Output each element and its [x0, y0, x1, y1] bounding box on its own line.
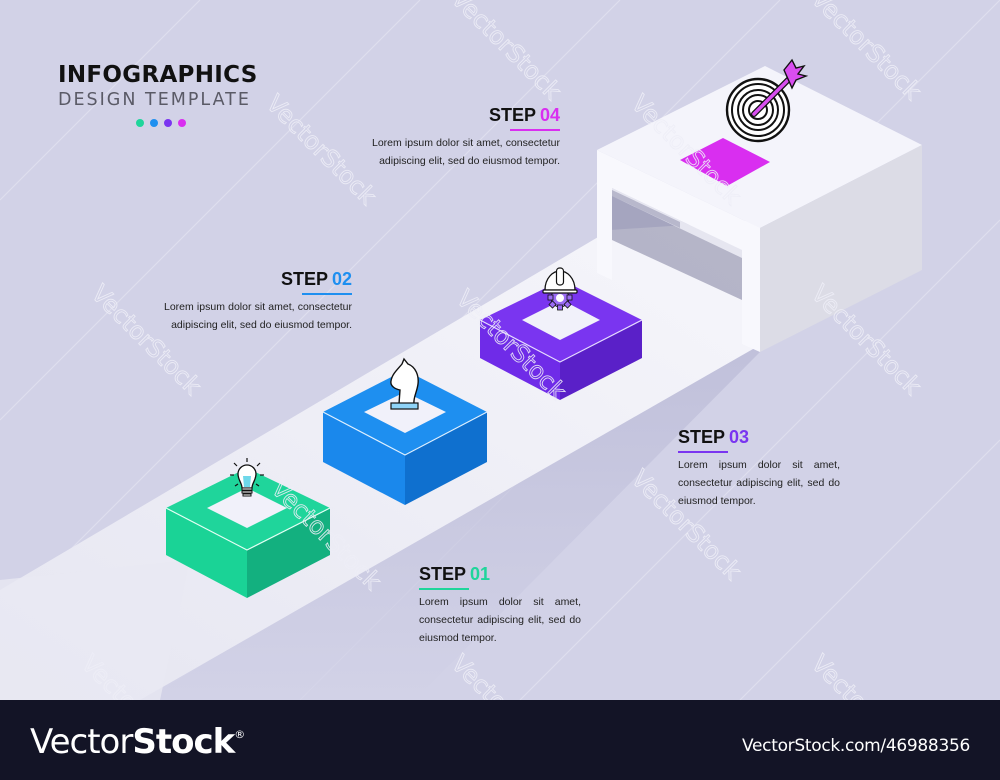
hardhat-gear-icon [542, 267, 578, 311]
title-block: INFOGRAPHICS DESIGN TEMPLATE [58, 62, 258, 127]
step-03-underline [678, 451, 728, 453]
step-01-underline [419, 588, 469, 590]
step-number: 01 [470, 564, 491, 584]
step-number: 03 [729, 427, 750, 447]
step-02-underline [302, 293, 352, 295]
step-04-description: Lorem ipsum dolor sit amet, consectetur … [372, 137, 560, 167]
step-04-arch [597, 66, 922, 352]
step-02-description: Lorem ipsum dolor sit amet, consectetur … [164, 301, 352, 331]
step-label: STEP [488, 105, 536, 125]
road-path-curve [0, 560, 190, 700]
step-01-box [165, 468, 331, 598]
step-label: STEP [419, 564, 467, 584]
footer-bar: VectorStock® VectorStock.com/46988356 [0, 700, 1000, 780]
color-dots [136, 119, 258, 127]
logo-light-text: Vector [30, 722, 133, 762]
chess-knight-icon [390, 357, 419, 410]
step-number: 04 [539, 105, 560, 125]
svg-text:VectorStock: VectorStock [446, 649, 567, 700]
dot-magenta [178, 119, 186, 127]
image-reference-link[interactable]: VectorStock.com/46988356 [742, 736, 970, 756]
step-04-pad [680, 138, 770, 186]
title-main: INFOGRAPHICS [58, 62, 258, 88]
svg-text:VectorStock: VectorStock [806, 0, 927, 105]
step-03-description: Lorem ipsum dolor sit amet, consectetur … [678, 459, 840, 507]
logo-bold-text: Stock [132, 722, 235, 762]
step-04-underline [510, 129, 560, 131]
svg-text:VectorStock: VectorStock [446, 0, 567, 105]
svg-text:VectorStock: VectorStock [806, 649, 927, 700]
vectorstock-logo[interactable]: VectorStock® [30, 722, 245, 762]
dot-purple [164, 119, 172, 127]
step-01-description: Lorem ipsum dolor sit amet, consectetur … [419, 596, 581, 644]
target-arrow-icon [725, 58, 809, 143]
step-label: STEP [280, 269, 328, 289]
registered-mark: ® [234, 728, 245, 741]
title-subtitle: DESIGN TEMPLATE [58, 90, 251, 110]
isometric-scene: VectorStock VectorStock VectorStock Vect… [0, 0, 1000, 700]
step-number: 02 [331, 269, 352, 289]
infographic-canvas: VectorStock VectorStock VectorStock Vect… [0, 0, 1000, 700]
step-02-box [322, 370, 488, 505]
dot-blue [150, 119, 158, 127]
lightbulb-icon [230, 458, 264, 497]
svg-text:VectorStock: VectorStock [261, 89, 382, 210]
step-03-box [479, 280, 643, 400]
dot-green [136, 119, 144, 127]
step-label: STEP [678, 427, 726, 447]
